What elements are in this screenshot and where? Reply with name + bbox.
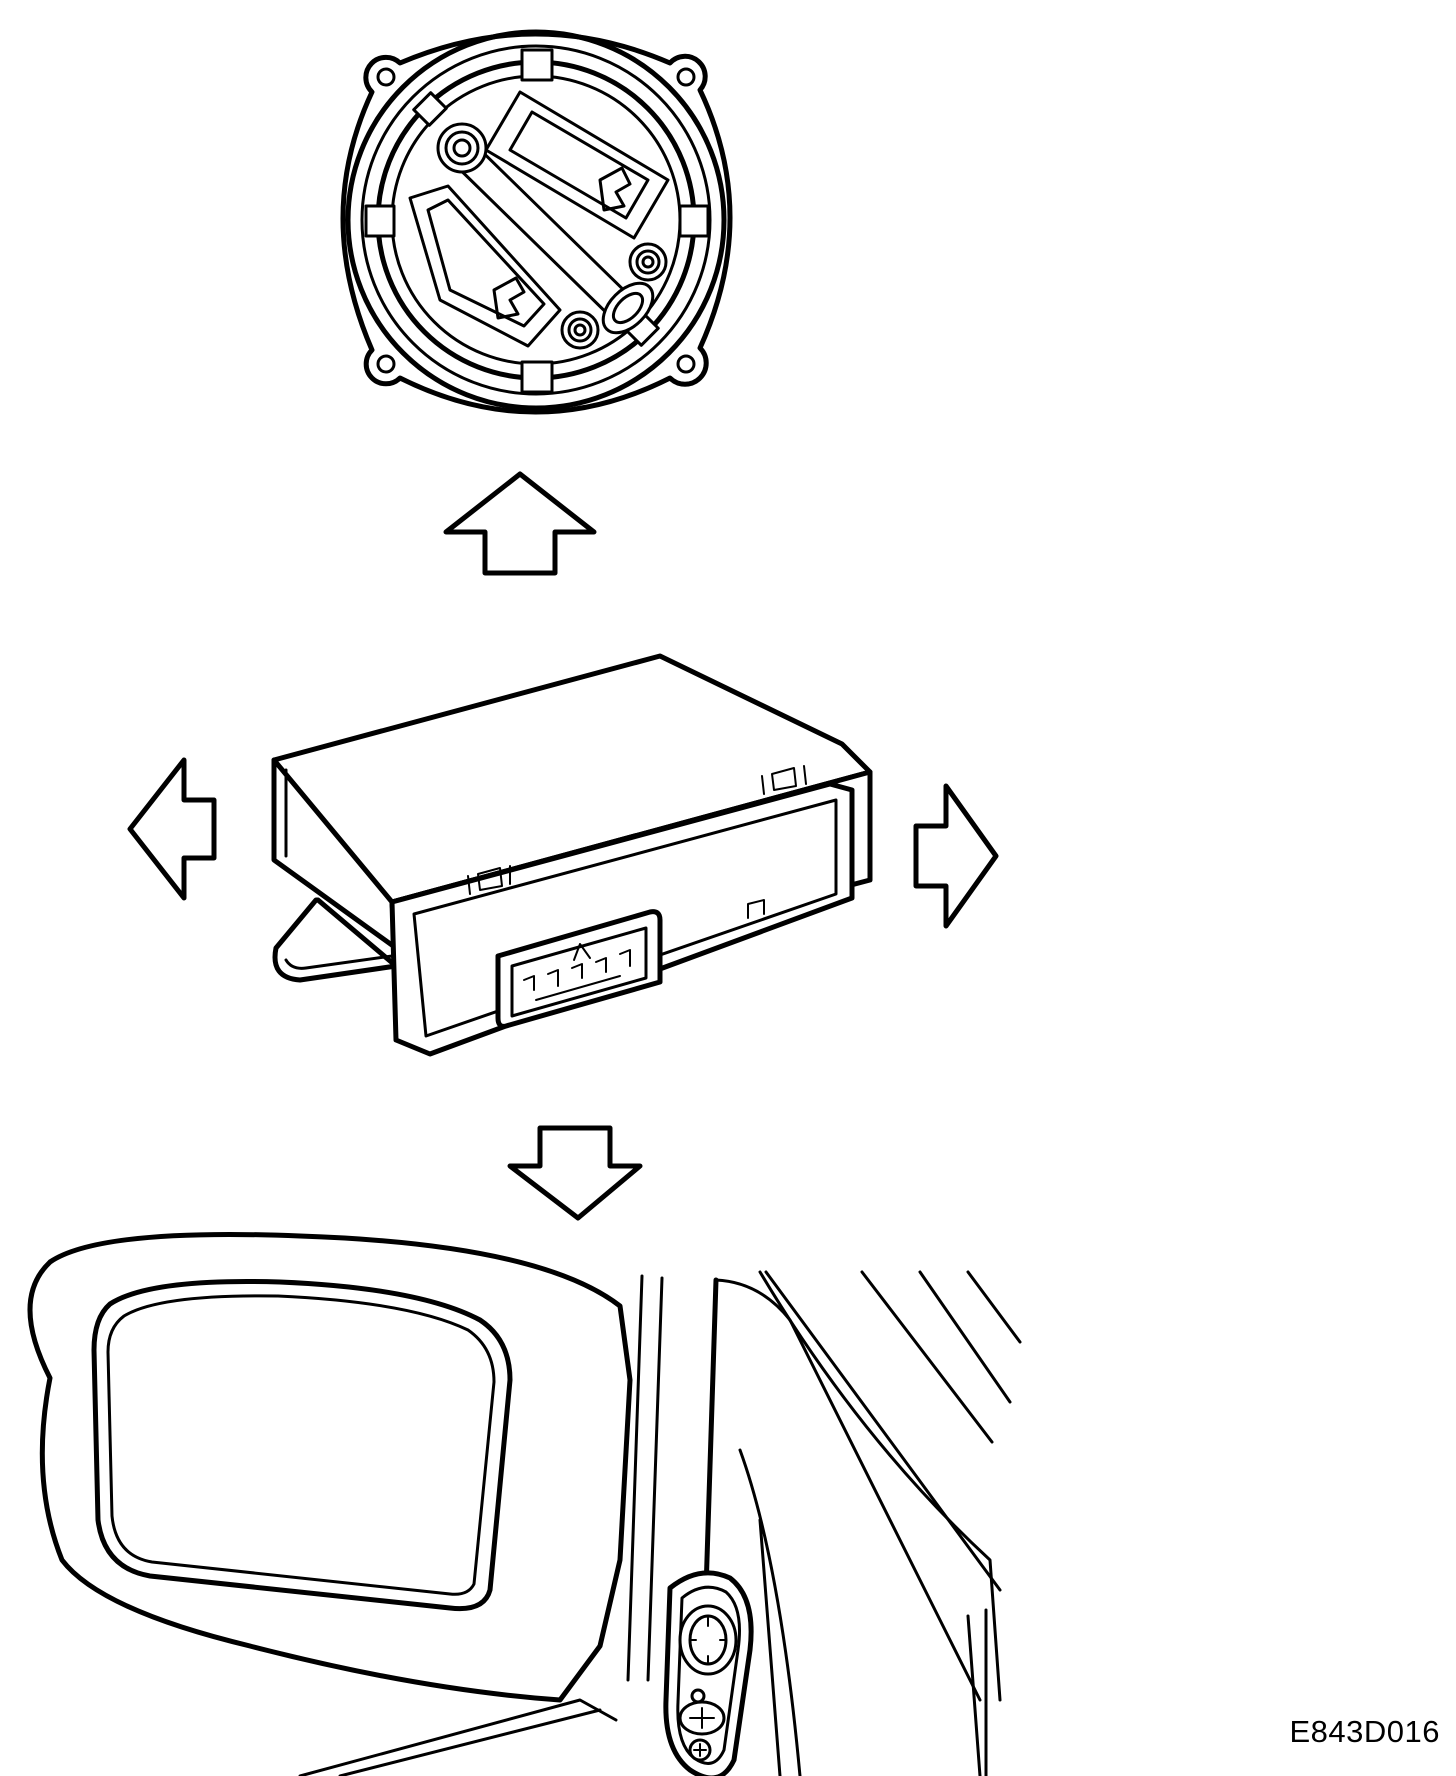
arrow-left-icon	[127, 757, 217, 901]
mirror-control-module-icon	[271, 653, 873, 1057]
arrow-down-icon	[507, 1125, 643, 1221]
door-mirror-and-switch-icon	[27, 1231, 1022, 1776]
figure-code-label: E843D016	[1289, 1714, 1440, 1749]
arrow-right-icon	[913, 783, 999, 929]
arrow-up-icon	[443, 471, 597, 576]
mirror-motor-assembly-icon	[340, 29, 733, 415]
